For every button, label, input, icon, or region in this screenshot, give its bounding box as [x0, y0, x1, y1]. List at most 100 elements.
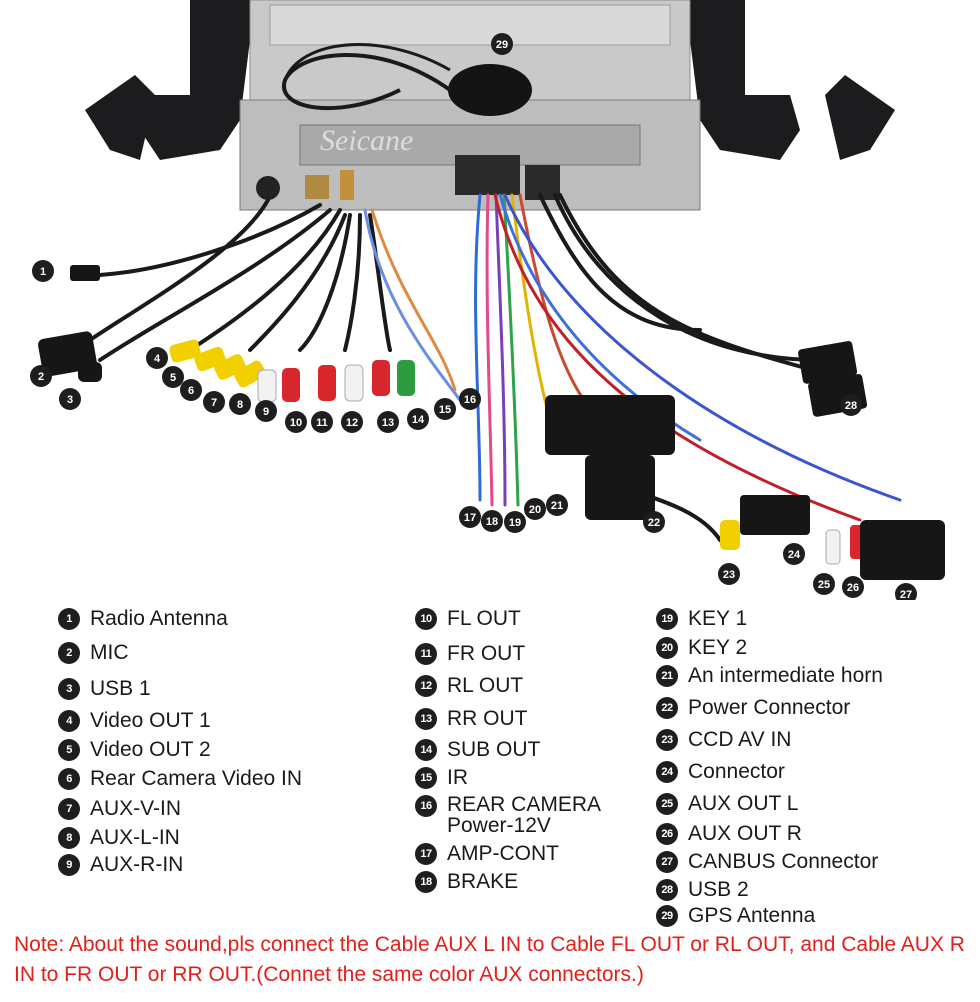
svg-text:21: 21 — [551, 500, 563, 512]
legend-label: CCD AV IN — [688, 728, 792, 751]
callout-8: 8 — [229, 393, 251, 415]
svg-text:17: 17 — [464, 512, 476, 524]
plugs — [38, 265, 945, 580]
legend-item: 24 Connector — [656, 760, 785, 784]
callout-21: 21 — [546, 494, 568, 516]
callout-14: 14 — [407, 408, 429, 430]
svg-text:19: 19 — [509, 517, 521, 529]
callout-2: 2 — [30, 365, 52, 387]
legend-item: 29 GPS Antenna — [656, 904, 815, 928]
cables — [88, 193, 852, 542]
legend-badge: 6 — [58, 768, 80, 790]
legend-badge: 15 — [415, 767, 437, 789]
svg-text:4: 4 — [154, 353, 161, 365]
legend-item: 28 USB 2 — [656, 878, 749, 902]
svg-text:18: 18 — [486, 516, 498, 528]
svg-text:13: 13 — [382, 417, 394, 429]
watermark: Seicane — [320, 124, 413, 157]
callout-7: 7 — [203, 391, 225, 413]
legend-label: USB 1 — [90, 677, 151, 700]
legend-label: Power Connector — [688, 696, 851, 719]
legend-badge: 23 — [656, 729, 678, 751]
svg-text:2: 2 — [38, 371, 44, 383]
legend-badge: 9 — [58, 854, 80, 876]
svg-text:24: 24 — [788, 549, 801, 561]
legend-label: FR OUT — [447, 642, 526, 665]
legend-badge: 29 — [656, 905, 678, 927]
svg-text:23: 23 — [723, 569, 735, 581]
svg-text:29: 29 — [496, 39, 508, 51]
legend-item: 1 Radio Antenna — [58, 607, 228, 631]
legend-badge: 19 — [656, 608, 678, 630]
sound-connection-note: Note: About the sound,pls connect the Ca… — [14, 933, 965, 986]
svg-text:9: 9 — [263, 406, 269, 418]
callout-6: 6 — [180, 379, 202, 401]
legend-label: AUX-L-IN — [90, 826, 180, 849]
callout-9: 9 — [255, 400, 277, 422]
callout-26: 26 — [842, 576, 864, 598]
legend-badge: 13 — [415, 708, 437, 730]
legend-label: GPS Antenna — [688, 904, 816, 927]
callout-20: 20 — [524, 498, 546, 520]
legend-badge: 12 — [415, 675, 437, 697]
legend-item: 25 AUX OUT L — [656, 792, 798, 816]
legend-badge: 5 — [58, 739, 80, 761]
legend-label: SUB OUT — [447, 738, 541, 761]
legend-badge: 2 — [58, 642, 80, 664]
legend-badge: 1 — [58, 608, 80, 630]
legend-badge: 25 — [656, 793, 678, 815]
legend-label: AUX OUT L — [688, 792, 799, 815]
svg-text:6: 6 — [188, 385, 194, 397]
legend-badge: 26 — [656, 823, 678, 845]
legend-badge: 24 — [656, 761, 678, 783]
legend-badge: 11 — [415, 643, 437, 665]
svg-text:22: 22 — [648, 517, 660, 529]
legend-badge: 28 — [656, 879, 678, 901]
legend-label: USB 2 — [688, 878, 749, 901]
legend-label: AUX OUT R — [688, 822, 802, 845]
legend-item: 26 AUX OUT R — [656, 822, 802, 846]
callout-11: 11 — [311, 411, 333, 433]
svg-text:12: 12 — [346, 417, 358, 429]
legend-label: An intermediate horn — [688, 664, 883, 687]
legend-item: 23 CCD AV IN — [656, 728, 791, 752]
callout-1: 1 — [32, 260, 54, 282]
legend-label: KEY 1 — [688, 607, 748, 630]
legend-item: 15 IR — [415, 766, 468, 790]
callout-22: 22 — [643, 511, 665, 533]
legend-label: KEY 2 — [688, 636, 748, 659]
legend-badge: 27 — [656, 851, 678, 873]
legend-badge: 3 — [58, 678, 80, 700]
callout-23: 23 — [718, 563, 740, 585]
legend-label: IR — [447, 766, 468, 789]
legend-label: REAR CAMERA Power-12V — [447, 793, 602, 837]
legend-label: AUX-V-IN — [90, 797, 182, 820]
callout-28: 28 — [840, 394, 862, 416]
callout-15: 15 — [434, 398, 456, 420]
wiring-diagram: Seicane — [30, 0, 945, 600]
svg-text:11: 11 — [316, 417, 328, 429]
legend-item: 19 KEY 1 — [656, 607, 747, 631]
legend-badge: 10 — [415, 608, 437, 630]
legend-label: Connector — [688, 760, 785, 783]
legend-item: 11 FR OUT — [415, 642, 525, 666]
legend-label: Video OUT 1 — [90, 709, 211, 732]
callout-19: 19 — [504, 511, 526, 533]
callout-17: 17 — [459, 506, 481, 528]
svg-text:14: 14 — [412, 414, 425, 426]
legend-label: Radio Antenna — [90, 607, 228, 630]
